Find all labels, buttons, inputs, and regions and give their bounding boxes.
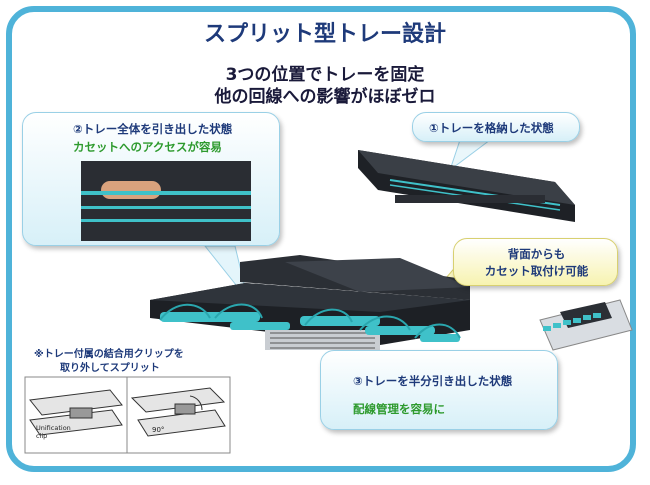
clip-note-line1: ※トレー付属の結合用クリップを	[34, 349, 184, 360]
unification-clip-label: Unification clip	[36, 424, 73, 440]
unification-clip-line1: Unification	[36, 424, 71, 432]
unification-clip-line2: clip	[36, 432, 47, 440]
callout-half: ③トレーを半分引き出した状態 配線管理を容易に	[320, 350, 558, 430]
subtitle-line-1: 3つの位置でトレーを固定	[225, 65, 425, 85]
angle-label: 90°	[152, 426, 164, 434]
clip-diagram	[24, 376, 231, 454]
cassette-module-image	[539, 299, 633, 351]
callout-pulled-out-detail: カセットへのアクセスが容易	[73, 140, 222, 154]
callout-rear-line1: 背面からも	[507, 247, 566, 261]
callout-rear-line2: カセット取付け可能	[484, 264, 589, 278]
callout-rear: 背面からも カセット取付け可能	[453, 238, 618, 286]
hand-access-photo	[81, 161, 251, 241]
main-tray-illustration	[150, 255, 470, 350]
stored-tray-photo	[358, 150, 575, 222]
slide-title: スプリット型トレー設計	[203, 22, 446, 47]
callout-half-detail: 配線管理を容易に	[353, 402, 445, 416]
callout-half-heading: ③トレーを半分引き出した状態	[353, 374, 513, 388]
bubble-tail-stored	[449, 139, 492, 172]
callout-stored: ①トレーを格納した状態	[412, 112, 580, 142]
subtitle-line-2: 他の回線への影響がほぼゼロ	[214, 87, 436, 107]
clip-note-line2: 取り外してスプリット	[60, 363, 160, 374]
callout-pulled-out-heading: ②トレー全体を引き出した状態	[73, 122, 233, 136]
callout-stored-heading: ①トレーを格納した状態	[429, 121, 554, 135]
callout-pulled-out: ②トレー全体を引き出した状態 カセットへのアクセスが容易	[22, 112, 280, 246]
